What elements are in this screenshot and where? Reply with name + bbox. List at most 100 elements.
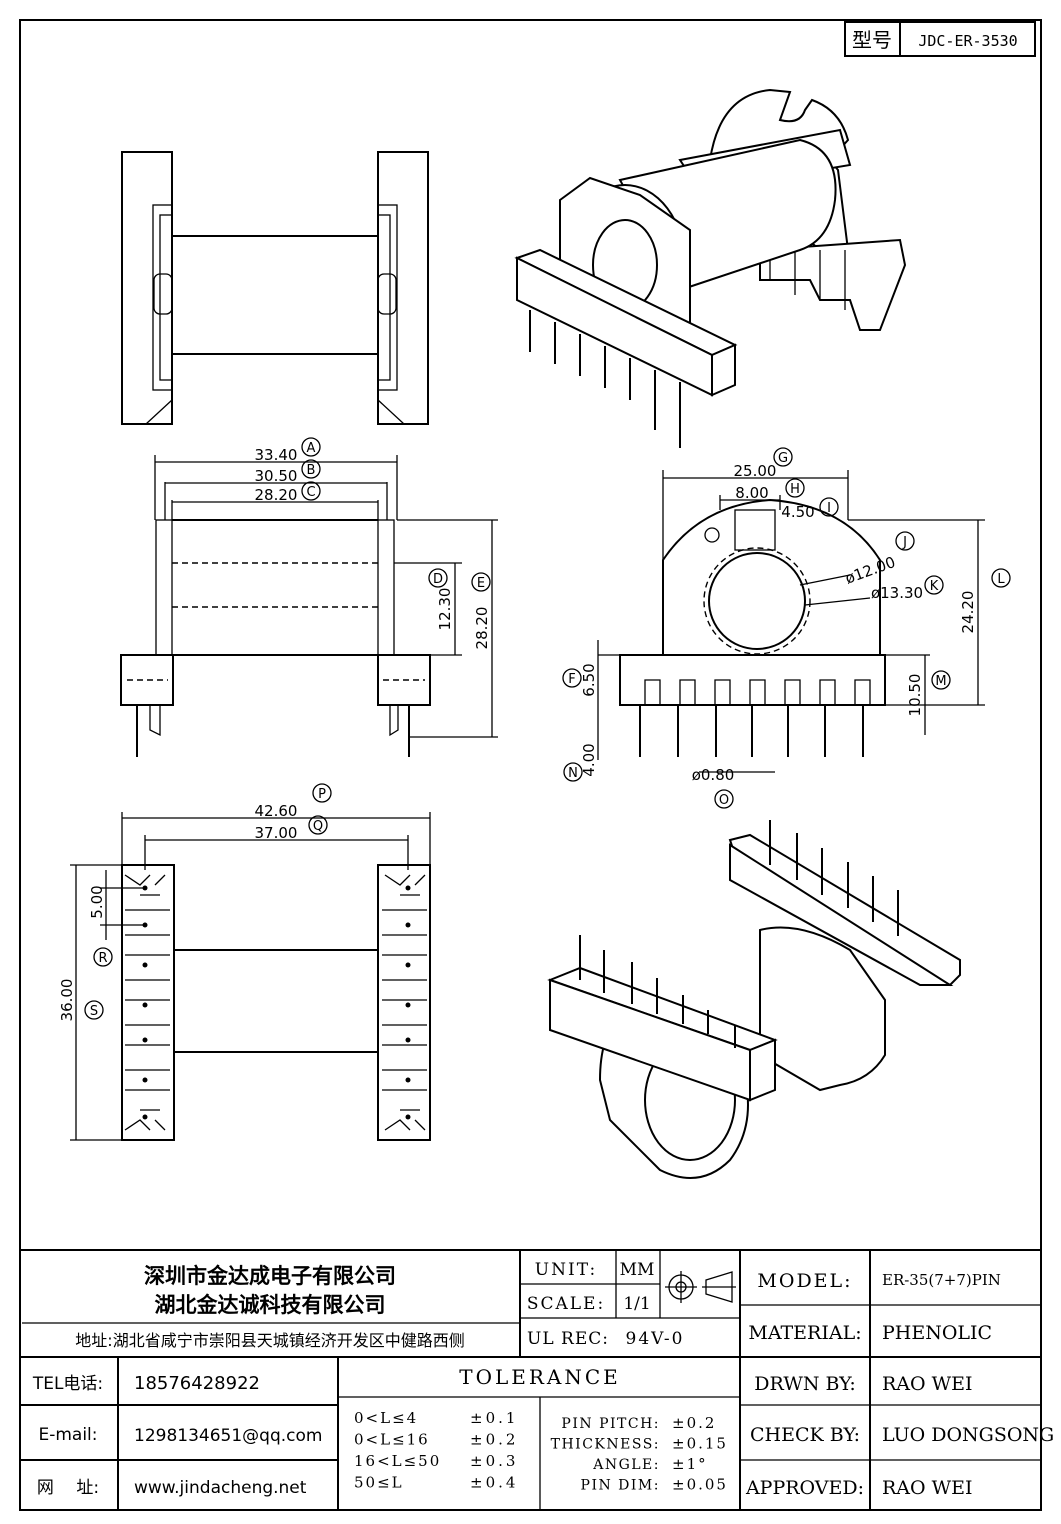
svg-text:P: P — [318, 787, 326, 802]
dim-marker-n: N — [563, 762, 583, 782]
dim-L-value: 24.20 — [959, 591, 977, 634]
dim-J-value: ø12.00 — [843, 553, 898, 588]
scale-value: 1/1 — [623, 1294, 650, 1314]
web-label: 网 址: — [37, 1478, 99, 1498]
svg-text:M: M — [935, 674, 946, 689]
tolerance-extra-value: ±1° — [672, 1455, 708, 1473]
check-by-value: LUO DONGSONG — [882, 1424, 1054, 1446]
svg-text:Q: Q — [313, 819, 323, 834]
tolerance-extra-label: ANGLE: — [592, 1457, 660, 1473]
dim-marker-k: K — [924, 575, 944, 595]
tolerance-value: ±0.1 — [470, 1409, 518, 1427]
tel-value: 18576428922 — [134, 1373, 260, 1394]
svg-text:R: R — [98, 951, 107, 966]
svg-text:E: E — [477, 576, 485, 591]
tolerance-value: ±0.3 — [470, 1452, 518, 1470]
scale-label: SCALE: — [527, 1294, 605, 1314]
isometric-view-1 — [514, 88, 907, 448]
approved-label: APPROVED: — [745, 1477, 864, 1499]
dim-marker-l: L — [991, 568, 1011, 588]
dim-D-value: 12.30 — [436, 588, 454, 631]
model-box-label: 型号 — [852, 28, 892, 52]
dim-marker-h: H — [785, 478, 805, 498]
dim-O-value: ø0.80 — [692, 766, 735, 784]
tolerance-extra-value: ±0.15 — [672, 1435, 728, 1453]
company-name-1: 深圳市金达成电子有限公司 — [144, 1264, 396, 1288]
material-value: PHENOLIC — [882, 1322, 992, 1344]
email-value: 1298134651@qq.com — [134, 1426, 322, 1446]
tolerance-range: 0<L≤4 — [354, 1409, 418, 1427]
ul-rec-value: 94V-0 — [626, 1329, 685, 1349]
svg-text:C: C — [306, 485, 315, 500]
dim-A-value: 33.40 — [255, 446, 298, 464]
dim-marker-s: S — [84, 1000, 104, 1020]
material-label: MATERIAL: — [748, 1322, 861, 1344]
dim-marker-o: O — [714, 789, 734, 809]
dim-P-value: 42.60 — [255, 802, 298, 820]
tolerance-range: 0<L≤16 — [354, 1431, 430, 1449]
dim-marker-m: M — [931, 670, 951, 690]
dim-Q-value: 37.00 — [255, 824, 298, 842]
unit-value: MM — [620, 1260, 655, 1280]
tolerance-range: 50≤L — [354, 1474, 404, 1492]
model-label: MODEL: — [757, 1270, 852, 1292]
model-value: ER-35(7+7)PIN — [882, 1271, 1001, 1289]
svg-text:H: H — [790, 482, 800, 497]
dim-F-value: 6.50 — [580, 663, 598, 696]
dimension-letter-markers: ABC D E F G H I J K L M N O P Q R S — [84, 437, 1011, 1020]
isometric-view-2 — [547, 820, 961, 1179]
dim-M-value: 10.50 — [906, 674, 924, 717]
dim-marker-f: F — [562, 668, 582, 688]
svg-text:G: G — [778, 451, 788, 466]
dim-marker-g: G — [773, 447, 793, 467]
dim-C-value: 28.20 — [255, 486, 298, 504]
model-number-box: 型号 JDC-ER-3530 — [844, 21, 1036, 57]
dim-K-value: ø13.30 — [871, 584, 923, 602]
dim-marker-c: C — [301, 481, 321, 501]
svg-text:L: L — [997, 572, 1005, 587]
tolerance-extra-value: ±0.05 — [672, 1476, 728, 1494]
dim-marker-i: I — [819, 497, 839, 517]
tolerance-extra-label: THICKNESS: — [551, 1437, 660, 1453]
dim-marker-b: B — [301, 459, 321, 479]
tolerance-range: 16<L≤50 — [354, 1452, 441, 1470]
company-address: 地址:湖北省咸宁市崇阳县天城镇经济开发区中健路西侧 — [75, 1331, 464, 1350]
title-block: 深圳市金达成电子有限公司 湖北金达诚科技有限公司 地址:湖北省咸宁市崇阳县天城镇… — [20, 1249, 1054, 1510]
unit-label: UNIT: — [535, 1260, 597, 1280]
ul-rec-label: UL REC: — [527, 1329, 609, 1349]
dim-G-value: 25.00 — [734, 462, 777, 480]
dim-marker-d: D — [428, 568, 448, 588]
dim-marker-j: J — [895, 531, 915, 551]
svg-text:J: J — [902, 535, 907, 550]
tolerance-value: ±0.4 — [470, 1474, 518, 1492]
dim-S-value: 36.00 — [58, 979, 76, 1022]
drawn-by-label: DRWN BY: — [754, 1373, 856, 1395]
dim-H-value: 8.00 — [735, 484, 768, 502]
tolerance-extra-value: ±0.2 — [672, 1414, 716, 1432]
tolerance-extra-table: PIN PITCH:±0.2THICKNESS:±0.15ANGLE:±1°PI… — [551, 1414, 728, 1494]
svg-text:I: I — [827, 501, 831, 516]
projection-symbol — [665, 1271, 736, 1303]
tolerance-title: TOLERANCE — [459, 1365, 621, 1389]
tolerance-table: 0<L≤4 ±0.1 0<L≤16 ±0.2 16<L≤50 ±0.3 50≤L ±0.4 — [354, 1409, 518, 1492]
dim-I-value: 4.50 — [781, 503, 814, 521]
dim-marker-r: R — [93, 947, 113, 967]
svg-text:A: A — [307, 441, 316, 456]
dim-B-value: 30.50 — [255, 467, 298, 485]
tolerance-extra-label: PIN DIM: — [581, 1478, 660, 1494]
approved-value: RAO WEI — [882, 1477, 973, 1499]
dim-E-value: 28.20 — [473, 607, 491, 650]
dim-N-value: 4.00 — [580, 743, 598, 776]
dim-marker-p: P — [312, 783, 332, 803]
dim-marker-e: E — [471, 572, 491, 592]
company-name-2: 湖北金达诚科技有限公司 — [155, 1293, 386, 1317]
svg-text:K: K — [930, 579, 939, 594]
dim-marker-q: Q — [308, 815, 328, 835]
check-by-label: CHECK BY: — [750, 1424, 860, 1446]
tolerance-value: ±0.2 — [470, 1431, 518, 1449]
svg-text:F: F — [568, 672, 575, 687]
svg-text:N: N — [568, 766, 578, 781]
web-value: www.jindacheng.net — [134, 1478, 307, 1498]
drawn-by-value: RAO WEI — [882, 1373, 973, 1395]
